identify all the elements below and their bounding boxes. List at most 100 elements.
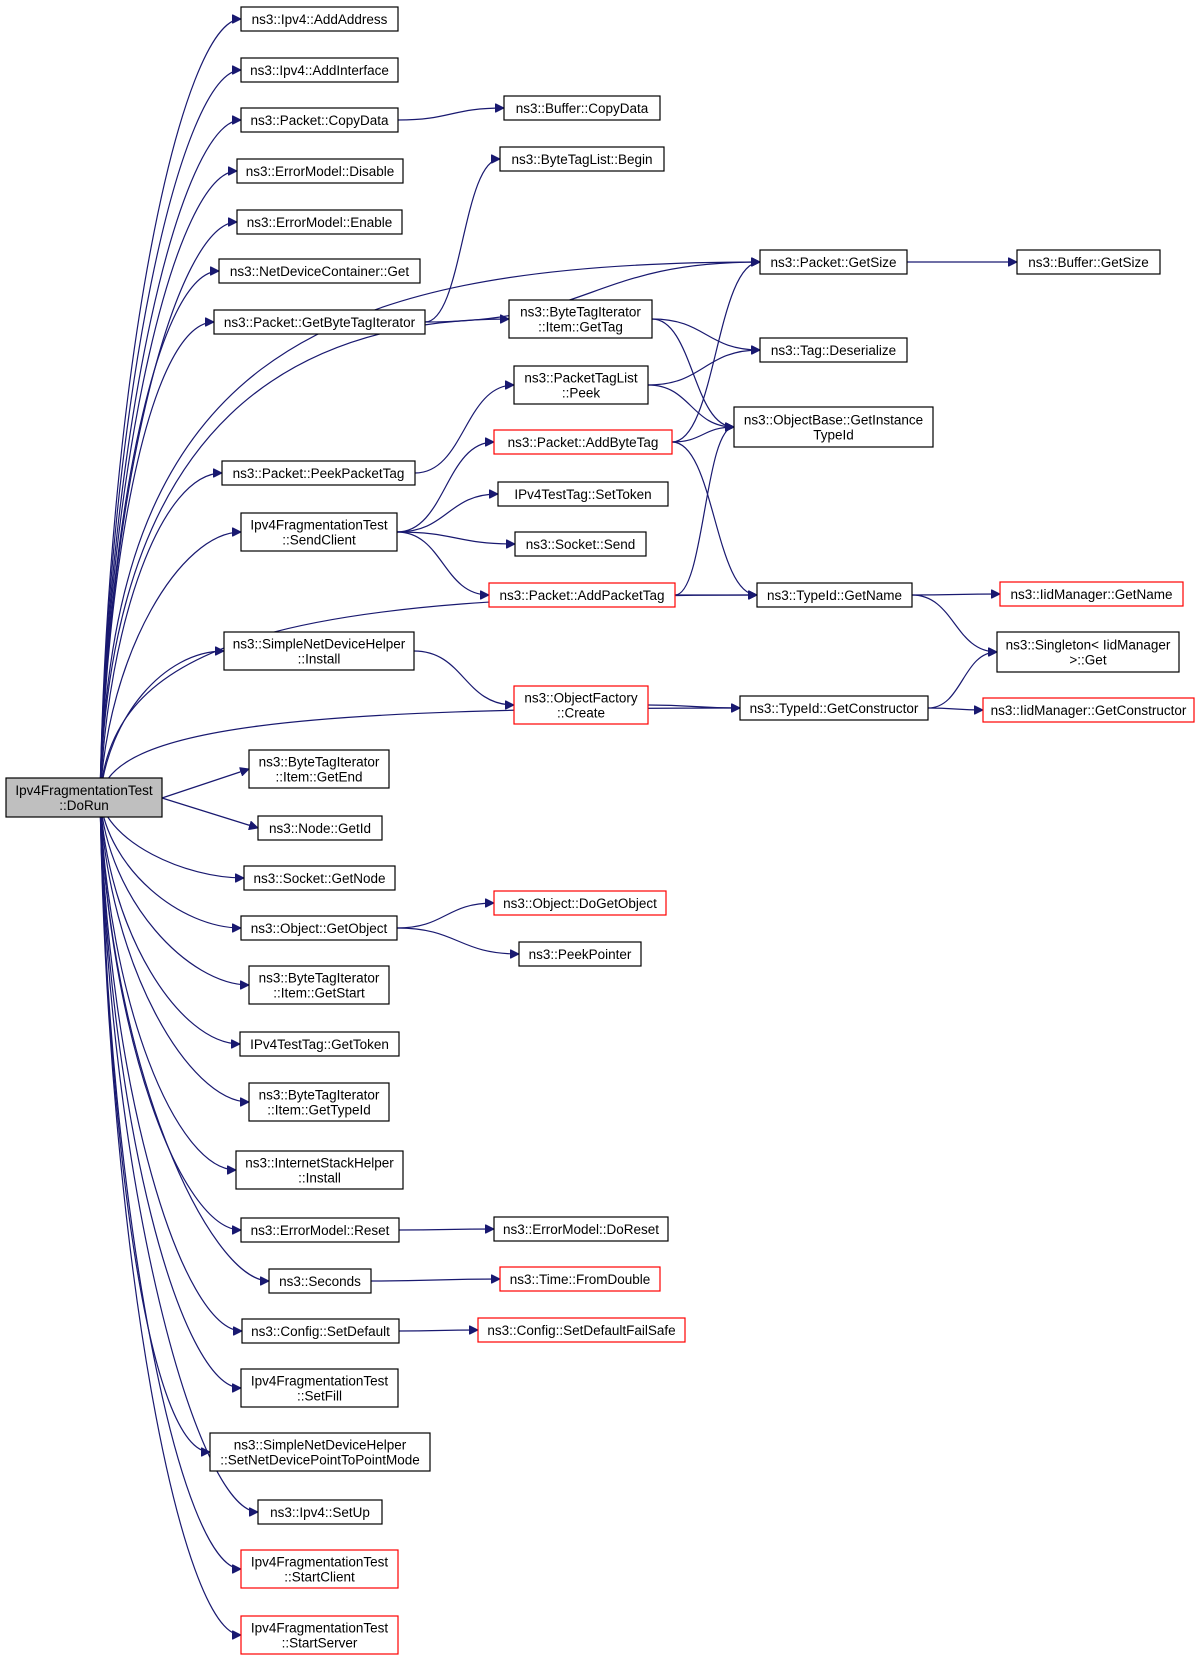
function-node[interactable]: ns3::ByteTagIterator::Item::GetEnd	[248, 749, 390, 789]
function-node[interactable]: ns3::SimpleNetDeviceHelper::SetNetDevice…	[209, 1432, 431, 1472]
node-label: ns3::Ipv4::AddInterface	[250, 63, 389, 78]
node-label: ns3::Config::SetDefaultFailSafe	[487, 1323, 675, 1338]
function-node[interactable]: Ipv4FragmentationTest::StartClient	[240, 1549, 399, 1589]
edge-n9-to-m5	[396, 442, 494, 533]
node-label: ns3::InternetStackHelper	[245, 1156, 394, 1171]
function-node[interactable]: ns3::Packet::GetByteTagIterator	[213, 309, 426, 335]
function-node[interactable]: ns3::Ipv4::AddAddress	[240, 6, 399, 32]
edge-n20-to-m13	[370, 1279, 500, 1281]
edge-n14-to-m11	[396, 927, 519, 954]
function-node[interactable]: ns3::Tag::Deserialize	[759, 337, 908, 363]
node-label: ns3::Seconds	[279, 1274, 361, 1289]
function-node[interactable]: ns3::Object::DoGetObject	[493, 890, 667, 916]
function-node[interactable]: ns3::ByteTagIterator::Item::GetTag	[508, 299, 653, 339]
function-node[interactable]: ns3::ErrorModel::Reset	[240, 1217, 400, 1243]
function-node[interactable]: ns3::Config::SetDefaultFailSafe	[477, 1317, 686, 1343]
function-node[interactable]: ns3::Socket::Send	[514, 531, 647, 557]
function-node[interactable]: IPv4TestTag::SetToken	[497, 481, 669, 507]
function-node[interactable]: ns3::Seconds	[268, 1268, 372, 1294]
node-box	[739, 695, 929, 721]
node-box	[508, 299, 653, 339]
function-node[interactable]: ns3::ErrorModel::DoReset	[493, 1216, 669, 1242]
function-node[interactable]: ns3::ByteTagIterator::Item::GetStart	[248, 965, 390, 1005]
edge-root-to-n25	[99, 797, 241, 1569]
function-node[interactable]: ns3::Packet::PeekPacketTag	[221, 460, 416, 486]
function-node[interactable]: ns3::TypeId::GetConstructor	[739, 695, 929, 721]
function-node[interactable]: ns3::Packet::AddPacketTag	[488, 582, 676, 608]
function-node[interactable]: ns3::Node::GetId	[257, 815, 383, 841]
node-box	[248, 1082, 390, 1122]
node-label: ::StartClient	[284, 1570, 355, 1585]
function-node[interactable]: ns3::Singleton< IidManager>::Get	[996, 631, 1180, 673]
edge-m5-to-k4	[671, 441, 757, 595]
node-label: ::Item::GetStart	[273, 986, 365, 1001]
edge-n9-to-m6	[396, 494, 498, 533]
function-node[interactable]: ns3::Object::GetObject	[240, 915, 398, 941]
edge-root-to-n22	[99, 797, 241, 1388]
function-node[interactable]: ns3::Config::SetDefault	[241, 1318, 400, 1344]
function-node[interactable]: ns3::Ipv4::AddInterface	[240, 57, 399, 83]
nodes-layer: Ipv4FragmentationTest::DoRun ns3::Ipv4::A…	[5, 6, 1195, 1655]
function-node[interactable]: ns3::ErrorModel::Enable	[236, 209, 403, 235]
node-label: ::Install	[298, 1171, 341, 1186]
edge-root-to-k1	[99, 262, 760, 799]
function-node[interactable]: ns3::ErrorModel::Disable	[236, 158, 404, 184]
edge-root-to-n11	[161, 769, 249, 799]
function-node[interactable]: Ipv4FragmentationTest::StartServer	[240, 1615, 399, 1655]
node-label: IPv4TestTag::GetToken	[250, 1037, 389, 1052]
function-node[interactable]: ns3::Buffer::GetSize	[1016, 249, 1161, 275]
node-label: ns3::ByteTagIterator	[259, 755, 380, 770]
function-node[interactable]: Ipv4FragmentationTest::SetFill	[240, 1368, 399, 1408]
node-box	[999, 581, 1184, 607]
edge-root-to-n12	[161, 797, 258, 828]
node-label: ns3::Buffer::GetSize	[1028, 255, 1149, 270]
node-box	[243, 865, 396, 891]
node-label: ns3::PacketTagList	[524, 371, 638, 386]
node-label: ns3::ErrorModel::Enable	[247, 215, 393, 230]
function-node[interactable]: ns3::Buffer::CopyData	[503, 95, 661, 121]
function-node[interactable]: ns3::Time::FromDouble	[499, 1266, 661, 1292]
node-box	[733, 406, 934, 448]
function-node[interactable]: ns3::PeekPointer	[518, 941, 642, 967]
function-node[interactable]: ns3::IidManager::GetConstructor	[982, 697, 1195, 723]
node-box	[241, 1318, 400, 1344]
node-label: ::StartServer	[282, 1636, 358, 1651]
node-box	[218, 258, 421, 284]
node-label: ::SendClient	[282, 533, 356, 548]
function-node[interactable]: ns3::InternetStackHelper::Install	[235, 1150, 404, 1190]
edge-root-to-n15	[99, 797, 249, 985]
function-node[interactable]: ns3::Socket::GetNode	[243, 865, 396, 891]
node-box	[248, 965, 390, 1005]
function-node[interactable]: ns3::Packet::GetSize	[759, 249, 908, 275]
function-node[interactable]: ns3::Packet::CopyData	[240, 107, 399, 133]
edge-root-to-n4	[99, 171, 237, 799]
function-node[interactable]: ns3::Ipv4::SetUp	[257, 1499, 383, 1525]
function-node[interactable]: ns3::Packet::AddByteTag	[493, 429, 673, 455]
node-label: ns3::ErrorModel::Reset	[251, 1223, 390, 1238]
function-node[interactable]: IPv4TestTag::GetToken	[239, 1031, 400, 1057]
function-node[interactable]: ns3::ByteTagList::Begin	[499, 146, 665, 172]
function-node[interactable]: ns3::PacketTagList::Peek	[513, 365, 649, 405]
node-box	[499, 146, 665, 172]
function-node[interactable]: Ipv4FragmentationTest::SendClient	[240, 512, 398, 552]
function-node[interactable]: ns3::ByteTagIterator::Item::GetTypeId	[248, 1082, 390, 1122]
edge-m5-to-k1	[671, 262, 760, 443]
node-label: ns3::Packet::GetByteTagIterator	[224, 315, 416, 330]
function-node[interactable]: ns3::NetDeviceContainer::Get	[218, 258, 421, 284]
function-node[interactable]: ns3::TypeId::GetName	[756, 582, 913, 608]
function-node[interactable]: ns3::IidManager::GetName	[999, 581, 1184, 607]
root-function-node[interactable]: Ipv4FragmentationTest::DoRun	[5, 777, 163, 818]
node-box	[497, 481, 669, 507]
function-node[interactable]: ns3::ObjectFactory::Create	[513, 685, 649, 725]
node-box	[493, 429, 673, 455]
node-box	[235, 1150, 404, 1190]
edge-k4-to-j2	[911, 594, 1000, 595]
edge-root-to-k4	[99, 595, 757, 799]
edge-m9-to-k5	[647, 705, 740, 708]
node-label: ns3::Buffer::CopyData	[516, 101, 649, 116]
function-node[interactable]: ns3::SimpleNetDeviceHelper::Install	[223, 631, 415, 671]
node-label: ns3::Ipv4::AddAddress	[252, 12, 388, 27]
edge-root-to-n10	[99, 651, 224, 799]
